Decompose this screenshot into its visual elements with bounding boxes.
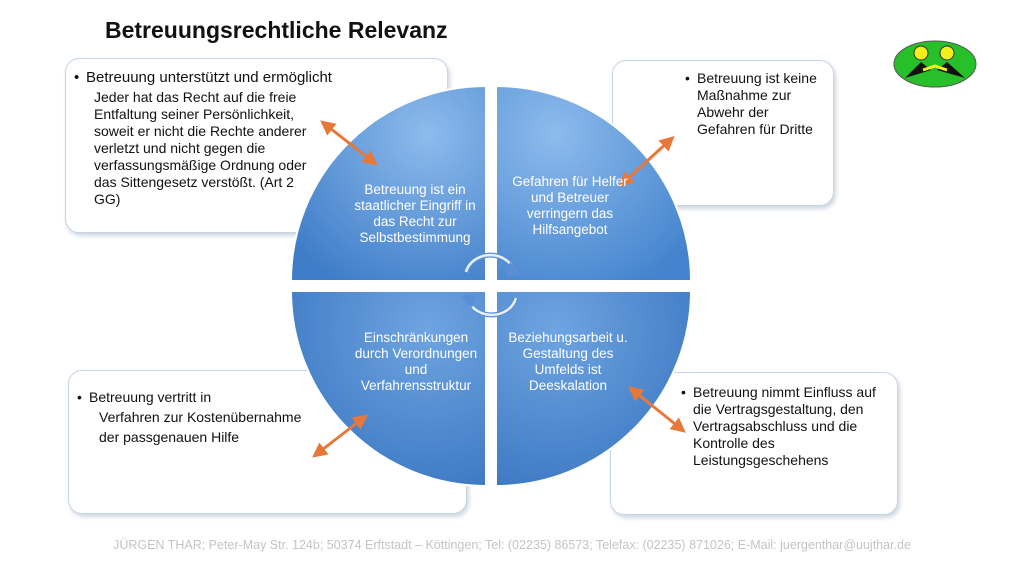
box-bottom-right-bullet: Betreuung nimmt Einfluss auf die Vertrag…: [693, 384, 876, 468]
bullet-dot: •: [74, 69, 80, 86]
double-arrow-icon: [312, 414, 368, 458]
footer-contact: JÜRGEN THAR; Peter-May Str. 124b; 50374 …: [113, 538, 911, 552]
bullet-dot: •: [685, 70, 690, 86]
quadrant-label-top-right: Gefahren für Helfer und Betreuer verring…: [512, 174, 628, 237]
page-title: Betreuungsrechtliche Relevanz: [105, 17, 448, 43]
quadrant-label-top-left: Betreuung ist ein staatlicher Eingriff i…: [354, 182, 476, 245]
box-top-left-detail: Jeder hat das Recht auf die freie Entfal…: [94, 89, 307, 207]
box-top-right-bullet: Betreuung ist keine Maßnahme zur Abwehr …: [697, 70, 817, 137]
box-top-left-bullet: Betreuung unterstützt und ermöglicht: [86, 69, 332, 86]
logo-faces-icon: [893, 40, 977, 88]
cycle-arrows-icon: [463, 252, 519, 318]
box-bottom-left-line2: Verfahren zur Kostenübernahme: [99, 409, 302, 425]
cycle-arrow-head: [461, 294, 477, 308]
quadrant-label-bottom-left: Einschränkungen durch Verordnungen und V…: [354, 330, 478, 393]
box-bottom-left-line3: der passgenauen Hilfe: [99, 429, 240, 445]
cycle-arrow-head: [505, 262, 521, 276]
quadrant-label-bottom-right: Beziehungsarbeit u. Gestaltung des Umfel…: [508, 330, 628, 393]
bullet-dot: •: [77, 389, 82, 405]
double-arrow-icon: [618, 135, 675, 188]
double-arrow-icon: [320, 120, 378, 166]
box-bottom-left-bullet: Betreuung vertritt in: [89, 389, 212, 405]
double-arrow-icon: [628, 386, 686, 433]
